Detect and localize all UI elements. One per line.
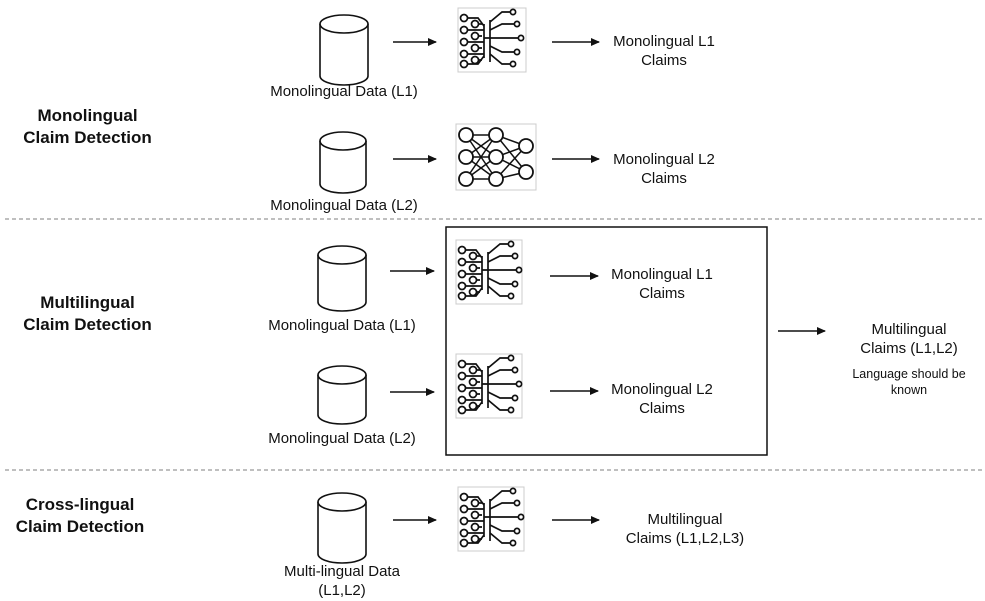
output-label-mono-l2-claims: Monolingual L2 Claims [598, 380, 726, 418]
label-line: Monolingual L1 [613, 33, 715, 50]
note-line: known [890, 383, 928, 397]
database-icon [319, 14, 369, 86]
output-label-multilingual-claims: Multilingual Claims (L1,L2) [842, 320, 976, 358]
neural-network-icon [455, 123, 537, 191]
section-heading-line: Multilingual [40, 293, 135, 312]
output-label-crosslingual-claims: Multilingual Claims (L1,L2,L3) [610, 510, 760, 548]
section-heading-line: Cross-lingual [25, 495, 135, 514]
label-line: Multilingual [871, 321, 947, 338]
label-line: Claims [641, 170, 687, 187]
neural-circuit-icon [457, 486, 525, 552]
label-line: Monolingual L1 [611, 266, 713, 283]
data-label-multilingual: Multi-lingual Data (L1,L2) [242, 562, 442, 600]
section-heading-multilingual: Multilingual Claim Detection [0, 292, 175, 336]
label-line: (L1,L2) [318, 582, 366, 599]
label-line: Claims (L1,L2,L3) [625, 530, 745, 547]
database-icon [317, 492, 367, 564]
label-line: Claims [641, 52, 687, 69]
output-label-mono-l1-claims: Monolingual L1 Claims [600, 32, 728, 70]
database-icon [319, 131, 367, 194]
output-label-mono-l1-claims: Monolingual L1 Claims [598, 265, 726, 303]
multilingual-model-box [445, 226, 768, 456]
label-line: Monolingual L2 [611, 381, 713, 398]
label-line: Claims (L1,L2) [860, 340, 958, 357]
neural-circuit-icon [455, 353, 523, 419]
data-label-mono-l1: Monolingual Data (L1) [268, 317, 416, 334]
neural-circuit-icon [455, 239, 523, 305]
section-heading-line: Claim Detection [23, 128, 152, 147]
note-line: Language should be [852, 367, 966, 381]
database-icon [317, 245, 367, 312]
label-line: Claims [639, 400, 685, 417]
section-heading-line: Monolingual [37, 106, 138, 125]
section-heading-monolingual: Monolingual Claim Detection [0, 105, 175, 149]
data-label-mono-l2: Monolingual Data (L2) [270, 197, 418, 214]
label-line: Monolingual L2 [613, 151, 715, 168]
database-icon [317, 365, 367, 425]
data-label-mono-l2: Monolingual Data (L2) [268, 430, 416, 447]
language-note: Language should be known [842, 366, 976, 398]
data-label-mono-l1: Monolingual Data (L1) [270, 83, 418, 100]
label-line: Claims [639, 285, 685, 302]
label-line: Multilingual [647, 511, 723, 528]
section-heading-crosslingual: Cross-lingual Claim Detection [0, 494, 160, 538]
label-line: Multi-lingual Data [284, 563, 400, 580]
section-heading-line: Claim Detection [15, 517, 145, 536]
neural-circuit-icon [457, 7, 527, 73]
section-heading-line: Claim Detection [23, 315, 152, 334]
output-label-mono-l2-claims: Monolingual L2 Claims [600, 150, 728, 188]
